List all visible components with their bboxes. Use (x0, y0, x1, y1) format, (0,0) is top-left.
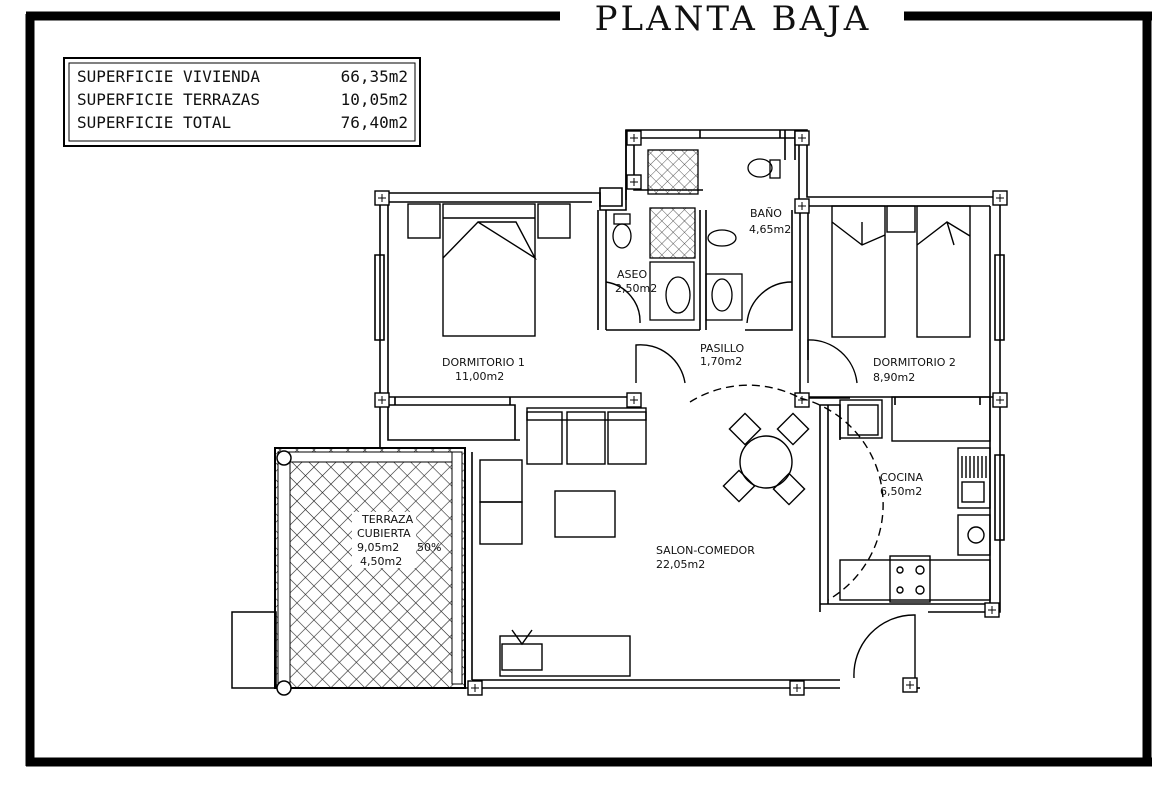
room-dormitorio2-area: 8,90m2 (873, 371, 915, 384)
room-cocina-name: COCINA (880, 471, 923, 484)
room-terraza-name2: CUBIERTA (357, 527, 411, 540)
dining-table (722, 412, 810, 506)
room-pasillo-name: PASILLO (700, 342, 745, 355)
room-dormitorio2-name: DORMITORIO 2 (873, 356, 956, 369)
kitchen-fixtures (839, 396, 991, 603)
room-dormitorio1-name: DORMITORIO 1 (442, 356, 525, 369)
areas-value-terrazas: 10,05m2 (341, 90, 408, 109)
living-furniture (479, 407, 647, 677)
room-bano-area: 4,65m2 (749, 223, 791, 236)
column-marker-crosses (378, 134, 1004, 692)
room-dormitorio1-area: 11,00m2 (455, 370, 504, 383)
areas-table: SUPERFICIE VIVIENDA 66,35m2 SUPERFICIE T… (63, 57, 421, 147)
room-aseo-name: ASEO (617, 268, 647, 281)
double-bed (407, 203, 571, 337)
room-terraza-pct: 50% (417, 541, 441, 554)
twin-beds (831, 205, 971, 338)
room-terraza-name: TERRAZA (361, 513, 414, 526)
room-salon-area: 22,05m2 (656, 558, 705, 571)
areas-label-terrazas: SUPERFICIE TERRAZAS (77, 90, 260, 109)
terrace-hatch (231, 447, 466, 696)
areas-value-total: 76,40m2 (341, 113, 408, 132)
areas-label-total: SUPERFICIE TOTAL (77, 113, 231, 132)
bathroom-fixtures (612, 149, 781, 321)
drawing-frame (25, 11, 1152, 767)
doors (605, 281, 916, 679)
room-terraza-area: 9,05m2 (357, 541, 399, 554)
room-salon-name: SALON-COMEDOR (656, 544, 755, 557)
areas-label-vivienda: SUPERFICIE VIVIENDA (77, 67, 260, 86)
room-bano-name: BAÑO (750, 207, 782, 220)
room-labels: BAÑO 4,65m2 ASEO 2,50m2 PASILLO 1,70m2 D… (357, 207, 956, 571)
room-pasillo-area: 1,70m2 (700, 355, 742, 368)
areas-value-vivienda: 66,35m2 (341, 67, 408, 86)
page-title: PLANTA BAJA (595, 0, 872, 39)
room-terraza-area-pct: 4,50m2 (360, 555, 402, 568)
room-cocina-area: 6,50m2 (880, 485, 922, 498)
room-aseo-area: 2,50m2 (615, 282, 657, 295)
